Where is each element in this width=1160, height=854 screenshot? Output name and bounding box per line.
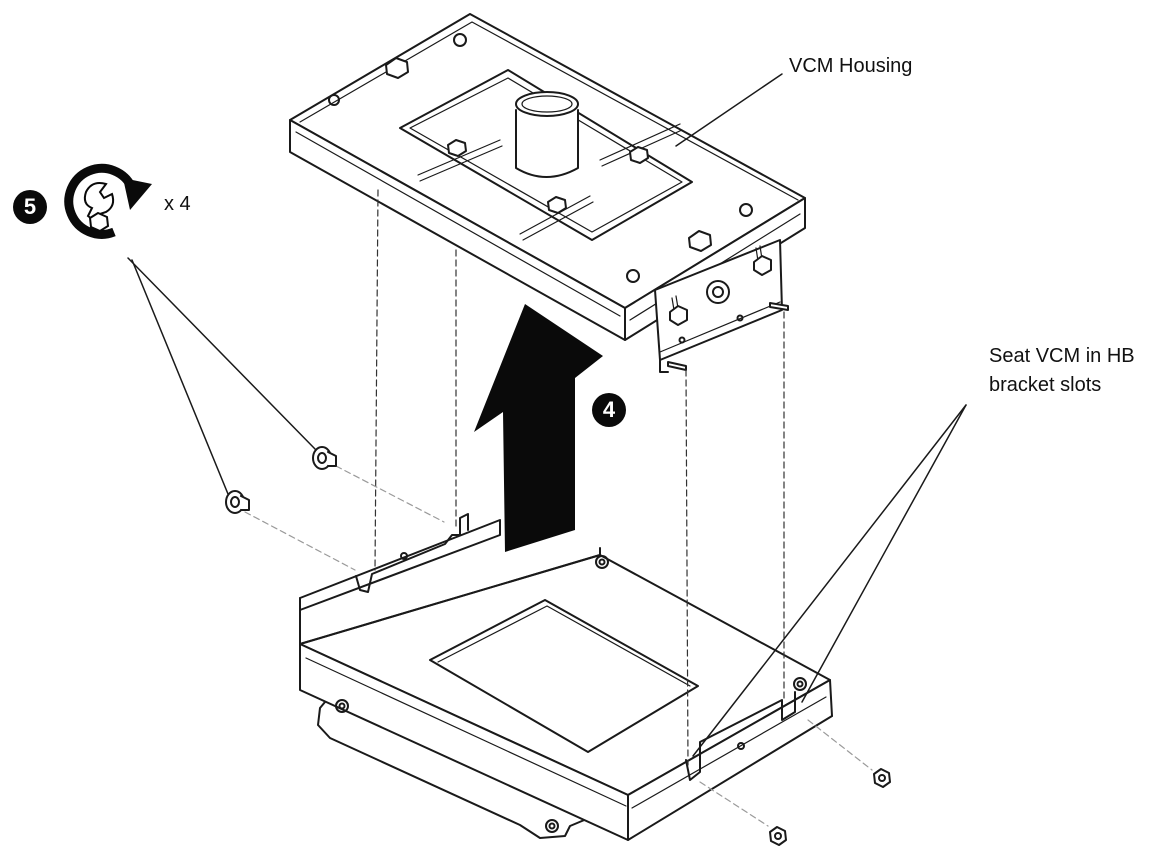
vcm-housing [289, 13, 806, 373]
nut [769, 826, 787, 846]
up-arrow-icon [474, 304, 603, 552]
screw [312, 446, 337, 470]
seat-instruction-line1: Seat VCM in HB [989, 345, 1135, 367]
screw [225, 490, 250, 514]
quantity-label: x 4 [164, 193, 191, 215]
leader-lines [127, 73, 967, 757]
seat-instruction-label: Seat VCM in HB bracket slots [989, 342, 1135, 400]
hb-bracket [299, 513, 833, 841]
wrench-rotate-icon [64, 163, 152, 239]
seat-instruction-line2: bracket slots [989, 374, 1102, 396]
vcm-housing-label: VCM Housing [789, 55, 913, 77]
step-4-badge: 4 [592, 393, 626, 427]
step-5-badge: 5 [13, 190, 47, 224]
nut [873, 768, 891, 788]
alignment-guides [244, 189, 873, 827]
hex-bolt [385, 57, 712, 252]
